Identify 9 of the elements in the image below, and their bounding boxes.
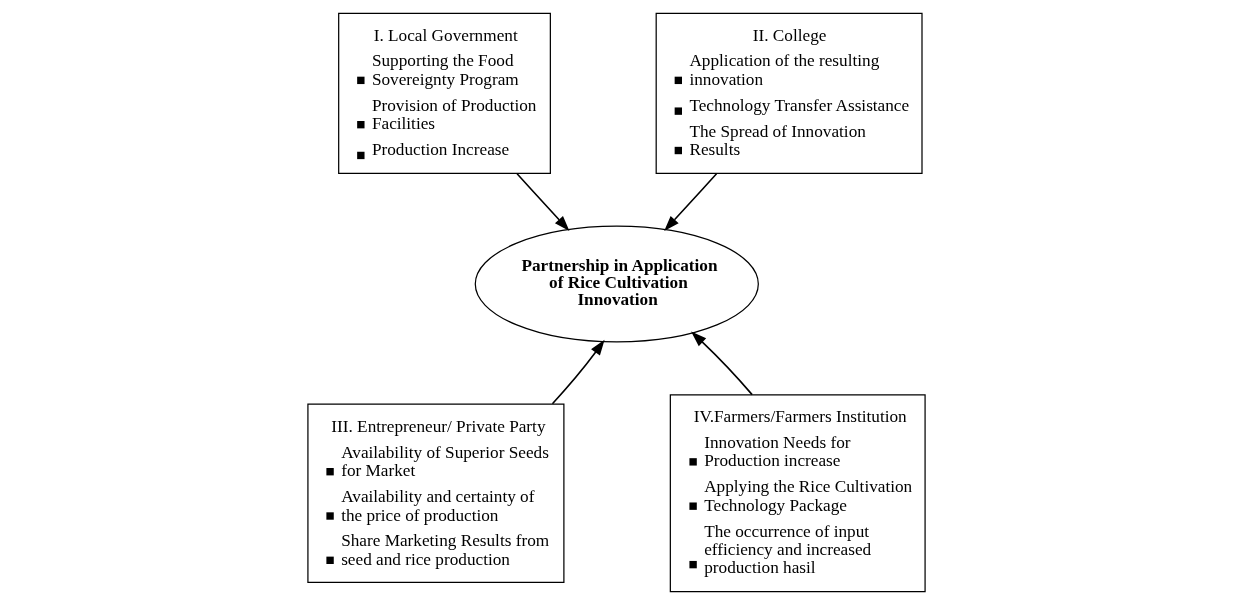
arrow xyxy=(516,173,570,232)
node-box: II. College Application of the resulting innovation Technology Transfer Assistance The Spread of Innovation Results xyxy=(655,12,923,174)
arrow xyxy=(551,339,605,405)
node-box: I. Local Government Supporting the Food Sovereignty Program Provision of Production Facilities Production Increase xyxy=(338,12,551,174)
arrow xyxy=(691,331,753,396)
node-ellipse: Partnership in Application of Rice Cultivation Innovation xyxy=(474,225,759,343)
node-box: III. Entrepreneur/ Private Party Availability of Superior Seeds for Market Availability and certainty of the price of production Share Marketing Results from seed and rice production xyxy=(307,403,565,584)
arrow xyxy=(664,173,718,232)
node-box: IV.Farmers/Farmers Institution Innovation Needs for Production increase Applying the Rice Cultivation Technology Package The occurrence of input efficiency and increased production hasil xyxy=(669,394,926,593)
